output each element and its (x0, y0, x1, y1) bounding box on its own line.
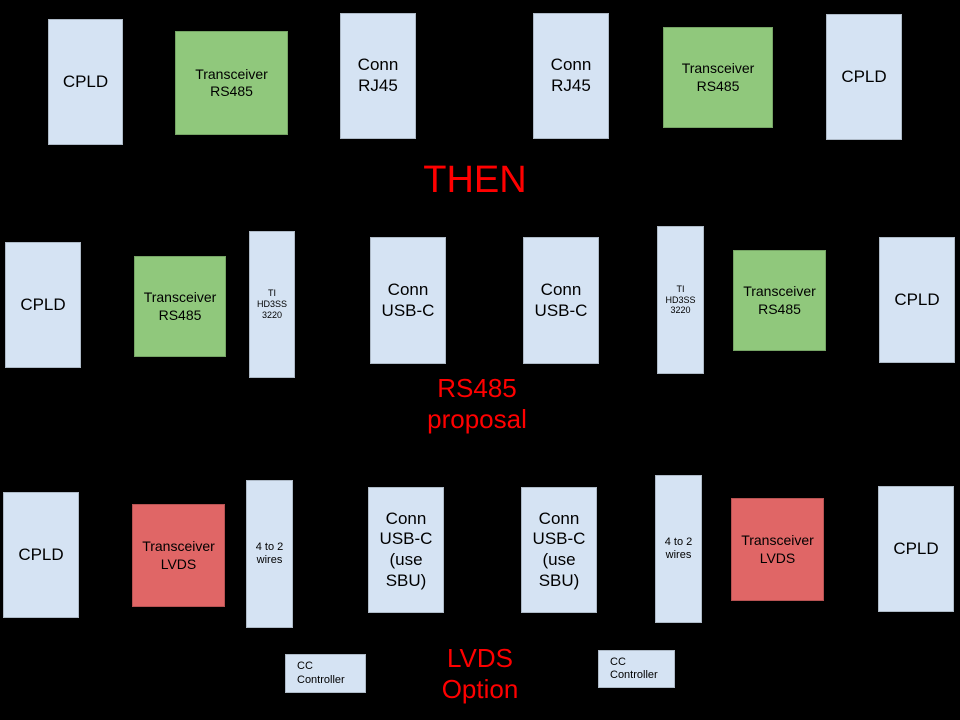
block-conn-usb-c-right[interactable]: Conn USB-C (523, 237, 599, 364)
block-ti-hd3ss3220-left[interactable]: TI HD3SS 3220 (249, 231, 295, 378)
block-cpld-right[interactable]: CPLD (879, 237, 955, 363)
block-4-to-2-wires-left[interactable]: 4 to 2 wires (246, 480, 293, 628)
block-cpld-left[interactable]: CPLD (5, 242, 81, 368)
block-transceiver-lvds-right[interactable]: Transceiver LVDS (731, 498, 824, 601)
block-conn-rj45-right[interactable]: Conn RJ45 (533, 13, 609, 139)
block-conn-usb-c-sbu-left[interactable]: Conn USB-C (use SBU) (368, 487, 444, 613)
block-cc-controller-right[interactable]: CC Controller (598, 650, 675, 688)
block-cpld-left[interactable]: CPLD (48, 19, 123, 145)
annotation-rs485-proposal: RS485 proposal (427, 373, 527, 434)
block-transceiver-rs485-right[interactable]: Transceiver RS485 (733, 250, 826, 351)
block-transceiver-rs485-left[interactable]: Transceiver RS485 (175, 31, 288, 135)
block-conn-rj45-left[interactable]: Conn RJ45 (340, 13, 416, 139)
block-transceiver-lvds-left[interactable]: Transceiver LVDS (132, 504, 225, 607)
block-cpld-left[interactable]: CPLD (3, 492, 79, 618)
block-4-to-2-wires-right[interactable]: 4 to 2 wires (655, 475, 702, 623)
block-transceiver-rs485-left[interactable]: Transceiver RS485 (134, 256, 226, 357)
block-conn-usb-c-left[interactable]: Conn USB-C (370, 237, 446, 364)
block-transceiver-rs485-right[interactable]: Transceiver RS485 (663, 27, 773, 128)
annotation-then: THEN (423, 159, 527, 201)
block-cpld-right[interactable]: CPLD (826, 14, 902, 140)
block-conn-usb-c-sbu-right[interactable]: Conn USB-C (use SBU) (521, 487, 597, 613)
annotation-lvds-option: LVDS Option (441, 643, 519, 704)
block-ti-hd3ss3220-right[interactable]: TI HD3SS 3220 (657, 226, 704, 374)
block-cc-controller-left[interactable]: CC Controller (285, 654, 366, 693)
block-cpld-right[interactable]: CPLD (878, 486, 954, 612)
